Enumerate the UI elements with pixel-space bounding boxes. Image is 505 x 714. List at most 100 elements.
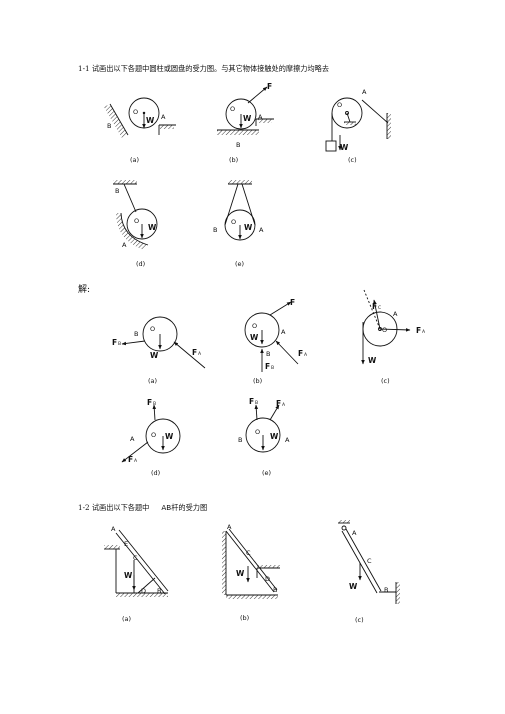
label-W: W [150,351,159,360]
subscript-A: A [422,329,426,335]
label-O: O [230,105,235,113]
label-O: O [337,101,342,109]
label-O: O [231,218,236,226]
label-W: W [243,114,252,123]
label-O: O [255,428,260,436]
caption-c: (c) [381,377,390,385]
subscript-A: A [198,351,202,357]
subscript-A: A [282,402,286,408]
caption-c: (c) [348,156,357,164]
label-F: F [128,455,133,464]
solution-figure-a [121,316,206,369]
subscript-A: A [134,458,138,464]
label-A: A [122,241,127,249]
label-W: W [146,116,155,125]
label-F: F [147,398,152,407]
label-O: O [134,217,139,225]
caption-e: (e) [235,260,244,268]
problem-1-2-title: 1-2 试画出以下各题中 AB杆的受力图 [78,503,207,513]
problem-1-1-title: 1-1 试画出以下各题中圆柱或圆盘的受力图。与其它物体接触处的摩擦力均略去 [78,64,330,73]
label-D: D [141,587,146,595]
label-W: W [349,582,358,591]
label-W: W [124,571,133,580]
label-F: F [416,326,421,335]
problem-figure-e [224,180,256,241]
label-D: D [265,575,270,583]
label-A: A [111,525,116,533]
solution-figure-b [244,301,299,372]
label-W: W [165,432,174,441]
label-B: B [115,187,119,195]
label-O: O [133,108,138,116]
label-F: F [276,399,281,408]
label-B: B [236,141,240,149]
problem-1-2-ab: AB [161,503,172,512]
label-A: A [227,523,232,531]
label-F: F [290,298,295,307]
problem-figure-c [325,97,391,152]
label-F: F [372,302,377,311]
problem-figure-b [217,86,274,135]
solution-figure-d [121,404,181,463]
label-B: B [266,350,270,358]
label-A: A [362,88,367,96]
solution-label: 解: [78,285,91,295]
label-A: A [130,435,135,443]
label-A: A [393,310,398,318]
caption-d: (d) [136,260,145,268]
label-F: F [298,349,303,358]
label-A: A [258,113,263,121]
label-B: B [134,330,138,338]
label-F: F [112,338,117,347]
subscript-A: A [304,352,308,358]
label-B: B [157,587,161,595]
label-W: W [244,223,253,232]
label-W: W [250,333,259,342]
solution-figure-c [361,289,411,365]
problem-figure-a [104,97,176,138]
caption-b: (b) [240,614,249,622]
label-A: A [285,436,290,444]
caption-a: (a) [130,156,139,164]
subscript-C: C [378,305,381,311]
label-W: W [270,432,279,441]
problem-figure-d [113,180,158,250]
rod-figure-c [338,520,400,604]
caption-a: (a) [148,377,157,385]
label-A: A [161,113,166,121]
label-W: W [368,356,377,365]
rod-figure-b [222,528,280,599]
label-O: O [382,326,387,334]
label-A: A [259,226,264,234]
caption-a: (a) [122,615,131,623]
problem-1-2-prefix: 1-2 试画出以下各题中 [78,503,150,512]
label-B: B [238,436,242,444]
caption-c: (c) [355,616,364,624]
subscript-B: B [255,400,258,406]
label-A: A [281,328,286,336]
label-A: A [352,529,357,537]
label-B: B [384,586,388,594]
rod-figure-a [104,529,169,597]
caption-e: (e) [262,469,271,477]
label-O: O [252,322,257,330]
label-B: B [213,226,217,234]
label-B: B [273,586,277,594]
subscript-B: B [153,401,156,407]
problem-1-2-suffix: 杆的受力图 [171,503,208,512]
caption-b: (b) [229,156,238,164]
label-F: F [192,348,197,357]
label-W: W [236,569,245,578]
solution-figure-e [245,404,281,453]
label-E: E [124,540,128,548]
subscript-B: B [118,341,121,347]
label-O: O [151,431,156,439]
label-C: C [367,557,372,565]
label-C: C [246,549,251,557]
label-O: O [150,325,155,333]
label-W: W [148,223,157,232]
caption-b: (b) [253,377,262,385]
subscript-B: B [271,365,274,371]
label-B: B [107,122,111,130]
